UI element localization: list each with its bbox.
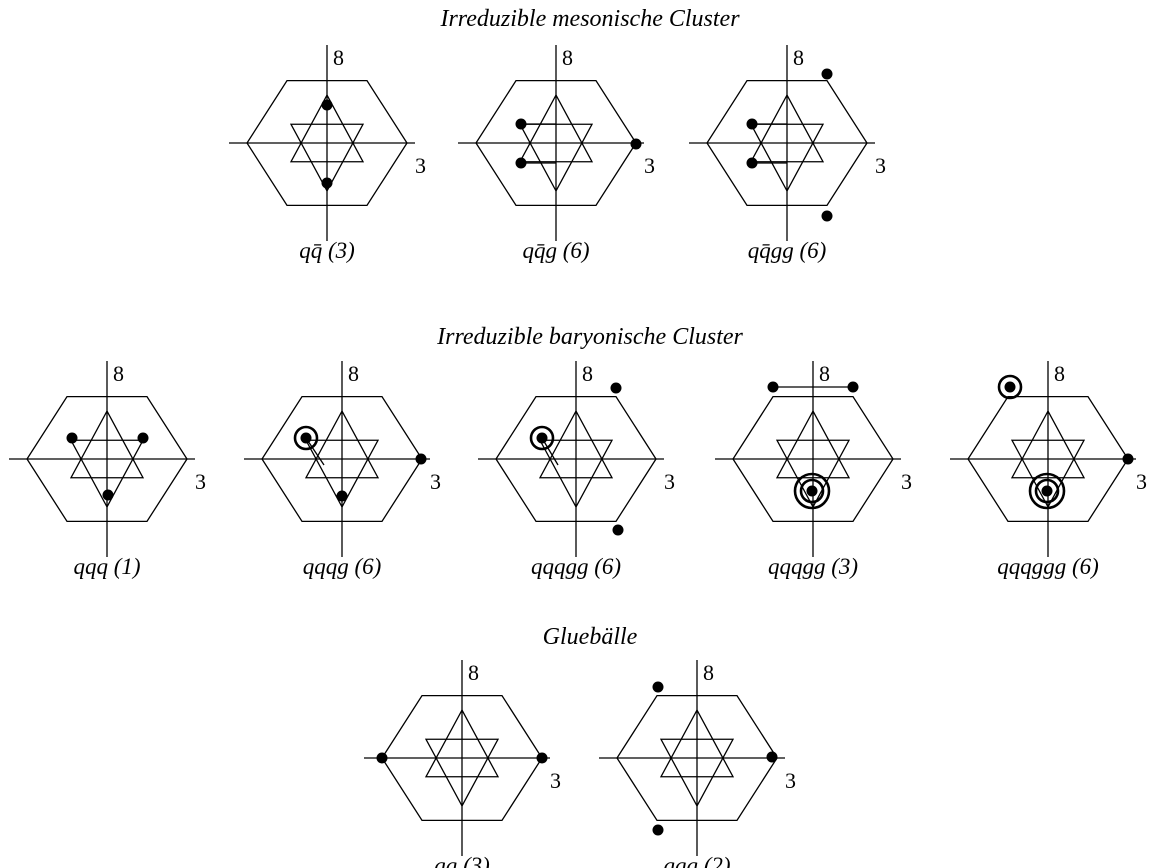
section-title-glueballs: Gluebälle: [543, 624, 638, 650]
point-g: [821, 210, 833, 222]
section-title-baryonic: Irreduzible baryonische Cluster: [436, 324, 743, 350]
point-q: [336, 490, 348, 502]
diagram-label: gg (3): [434, 853, 490, 868]
axis-label-8: 8: [819, 361, 830, 386]
point-g: [821, 68, 833, 80]
point-g: [536, 752, 548, 764]
diagram-label: qq̄g (6): [522, 238, 589, 263]
axis-label-3: 3: [785, 768, 796, 793]
point-qbar: [515, 157, 527, 169]
axis-label-8: 8: [468, 660, 479, 685]
point-qbar: [746, 157, 758, 169]
diagram-meson-qqbar: 8 3 qq̄ (3): [229, 45, 426, 263]
axis-label-8: 8: [348, 361, 359, 386]
diagram-label: qq̄ (3): [299, 238, 355, 263]
axis-label-8: 8: [703, 660, 714, 685]
axis-label-3: 3: [195, 469, 206, 494]
diagram-meson-qqbargg: 8 3 qq̄gg (6): [689, 45, 886, 263]
axis-label-3: 3: [430, 469, 441, 494]
diagram-label: qqqgg (3): [768, 554, 858, 579]
diagram-baryon-qqqg: 8 3 qqqg (6): [244, 361, 441, 579]
section-title-mesonic: Irreduzible mesonische Cluster: [439, 6, 740, 32]
point-q: [612, 524, 624, 536]
point-q: [1122, 453, 1134, 465]
diagram-baryon-qqqgg-3: 8 3 qqqgg (3): [715, 361, 912, 579]
point-q: [321, 99, 333, 111]
point-q: [536, 432, 548, 444]
diagram-label: qqqgg (6): [531, 554, 621, 579]
diagram-baryon-qqq: 8 3 qqq (1): [9, 361, 206, 579]
diagram-label: qq̄gg (6): [748, 238, 827, 263]
axis-label-8: 8: [793, 45, 804, 70]
diagram-label: qqq (1): [73, 554, 140, 579]
point-q: [746, 118, 758, 130]
point-q: [610, 382, 622, 394]
point-q: [137, 432, 149, 444]
axis-label-8: 8: [333, 45, 344, 70]
point-ring: [529, 425, 555, 451]
axis-label-8: 8: [1054, 361, 1065, 386]
axis-label-3: 3: [550, 768, 561, 793]
diagram-baryon-qqqgg-6: 8 3 qqqgg (6): [478, 361, 675, 579]
diagram-baryon-qqqggg: 8 3 qqqggg (6): [950, 361, 1147, 579]
diagram-glueball-ggg: 8 3 ggg (2): [599, 660, 796, 868]
point-q: [415, 453, 427, 465]
axis-label-3: 3: [901, 469, 912, 494]
point-g: [376, 752, 388, 764]
axis-label-3: 3: [875, 153, 886, 178]
point-ring: [293, 425, 319, 451]
point-q: [767, 381, 779, 393]
axis-label-3: 3: [1136, 469, 1147, 494]
point-q: [806, 485, 818, 497]
point-q: [102, 489, 114, 501]
point-ring: [997, 374, 1023, 400]
point-ring-outer: [793, 472, 831, 510]
point-ring: [1034, 478, 1060, 504]
diagram-glueball-gg: 8 3 gg (3): [364, 660, 561, 868]
axis-label-3: 3: [644, 153, 655, 178]
diagram-label: qqqggg (6): [997, 554, 1099, 579]
diagram-meson-qqbarg: 8 3 qq̄g (6): [458, 45, 655, 263]
axis-label-8: 8: [113, 361, 124, 386]
point-g: [652, 681, 664, 693]
point-q: [300, 432, 312, 444]
axis-label-8: 8: [562, 45, 573, 70]
axis-label-3: 3: [664, 469, 675, 494]
point-q: [1004, 381, 1016, 393]
diagram-label: ggg (2): [663, 853, 730, 868]
point-ring: [799, 478, 825, 504]
point-g: [652, 824, 664, 836]
point-g: [630, 138, 642, 150]
point-qbar: [321, 177, 333, 189]
point-ring-outer: [1028, 472, 1066, 510]
axis-label-3: 3: [415, 153, 426, 178]
point-q: [847, 381, 859, 393]
point-q: [66, 432, 78, 444]
diagram-label: qqqg (6): [303, 554, 382, 579]
axis-label-8: 8: [582, 361, 593, 386]
point-q: [515, 118, 527, 130]
point-q: [1041, 485, 1053, 497]
point-g: [766, 751, 778, 763]
